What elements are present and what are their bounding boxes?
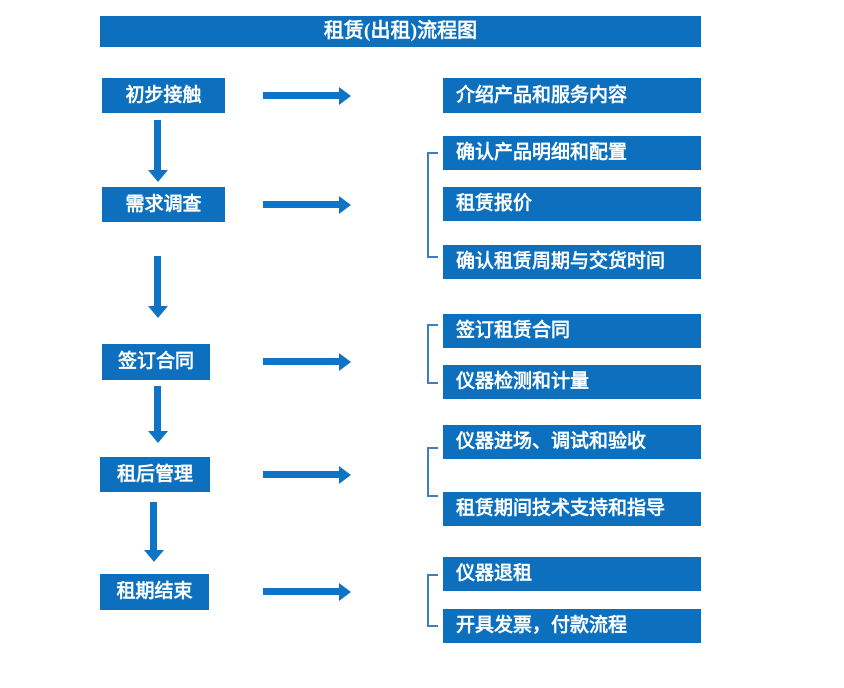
detail-box-technical-support: 租赁期间技术支持和指导 bbox=[443, 492, 701, 526]
down-arrow-3 bbox=[154, 386, 161, 431]
detail-box-confirm-product-config: 确认产品明细和配置 bbox=[443, 136, 701, 170]
right-arrow-3 bbox=[263, 358, 339, 365]
detail-box-sign-rental-contract: 签订租赁合同 bbox=[443, 314, 701, 348]
stage-box-initial-contact: 初步接触 bbox=[102, 78, 225, 113]
down-arrow-4 bbox=[150, 502, 157, 550]
group-bracket-post-rental bbox=[427, 447, 438, 497]
down-arrow-1 bbox=[154, 120, 161, 170]
group-bracket-rental-end bbox=[427, 574, 438, 627]
right-arrow-2 bbox=[263, 201, 339, 208]
stage-box-post-rental-management: 租后管理 bbox=[100, 457, 210, 492]
detail-box-instrument-testing: 仪器检测和计量 bbox=[443, 365, 701, 399]
detail-box-introduce-products: 介绍产品和服务内容 bbox=[443, 78, 701, 113]
detail-box-invoice-payment: 开具发票，付款流程 bbox=[443, 609, 701, 643]
group-bracket-demand-survey bbox=[427, 152, 438, 258]
down-arrow-2 bbox=[154, 256, 161, 306]
stage-box-demand-survey: 需求调查 bbox=[102, 187, 225, 222]
detail-box-confirm-period-delivery: 确认租赁周期与交货时间 bbox=[443, 245, 701, 279]
stage-box-rental-end: 租期结束 bbox=[100, 574, 209, 610]
detail-box-instrument-return: 仪器退租 bbox=[443, 557, 701, 591]
detail-box-instrument-entry-acceptance: 仪器进场、调试和验收 bbox=[443, 425, 701, 459]
stage-box-sign-contract: 签订合同 bbox=[102, 344, 210, 380]
right-arrow-1 bbox=[263, 92, 339, 99]
right-arrow-4 bbox=[263, 471, 339, 478]
right-arrow-5 bbox=[263, 588, 339, 595]
group-bracket-sign-contract bbox=[427, 324, 438, 384]
detail-box-rental-quote: 租赁报价 bbox=[443, 187, 701, 221]
flowchart-title: 租赁(出租)流程图 bbox=[100, 16, 701, 47]
